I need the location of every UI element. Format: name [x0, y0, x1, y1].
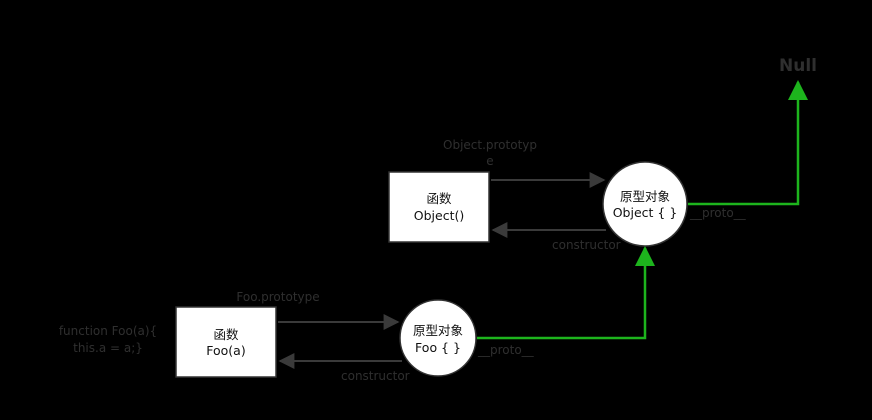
null-label: Null	[779, 56, 817, 76]
foo-function-node: 函数 Foo(a)	[175, 306, 277, 378]
foo-prototype-node: 原型对象 Foo { }	[399, 299, 477, 377]
foo-prototype-circle	[399, 299, 477, 377]
object-prototype-line1: 原型对象	[620, 189, 670, 204]
foo-proto-label: __proto__	[477, 343, 535, 357]
foo-function-line2: Foo(a)	[206, 343, 245, 358]
foo-prototype-line2: Foo { }	[415, 340, 461, 355]
object-constructor-label: constructor	[552, 238, 621, 252]
object-prototype-line2: Object { }	[613, 205, 678, 220]
code-line2: this.a = a;}	[73, 341, 143, 355]
object-prototype-circle	[602, 161, 688, 247]
object-function-node: 函数 Object()	[388, 171, 490, 243]
foo-prototype-label: Foo.prototype	[236, 290, 319, 304]
foo-proto-chain-arrow	[477, 246, 655, 340]
object-function-line1: 函数	[426, 191, 452, 206]
object-proto-chain-arrow	[688, 80, 808, 206]
object-function-line2: Object()	[414, 208, 464, 223]
foo-function-box	[175, 306, 277, 378]
foo-function-line1: 函数	[213, 327, 239, 342]
code-line1: function Foo(a){	[59, 324, 157, 338]
object-proto-label: __proto__	[689, 206, 747, 220]
foo-constructor-label: constructor	[341, 369, 410, 383]
foo-prototype-line1: 原型对象	[413, 323, 463, 338]
object-prototype-node: 原型对象 Object { }	[602, 161, 688, 247]
object-prototype-label-line2: e	[486, 154, 493, 168]
object-prototype-label-line1: Object.prototyp	[443, 138, 537, 152]
object-function-box	[388, 171, 490, 243]
